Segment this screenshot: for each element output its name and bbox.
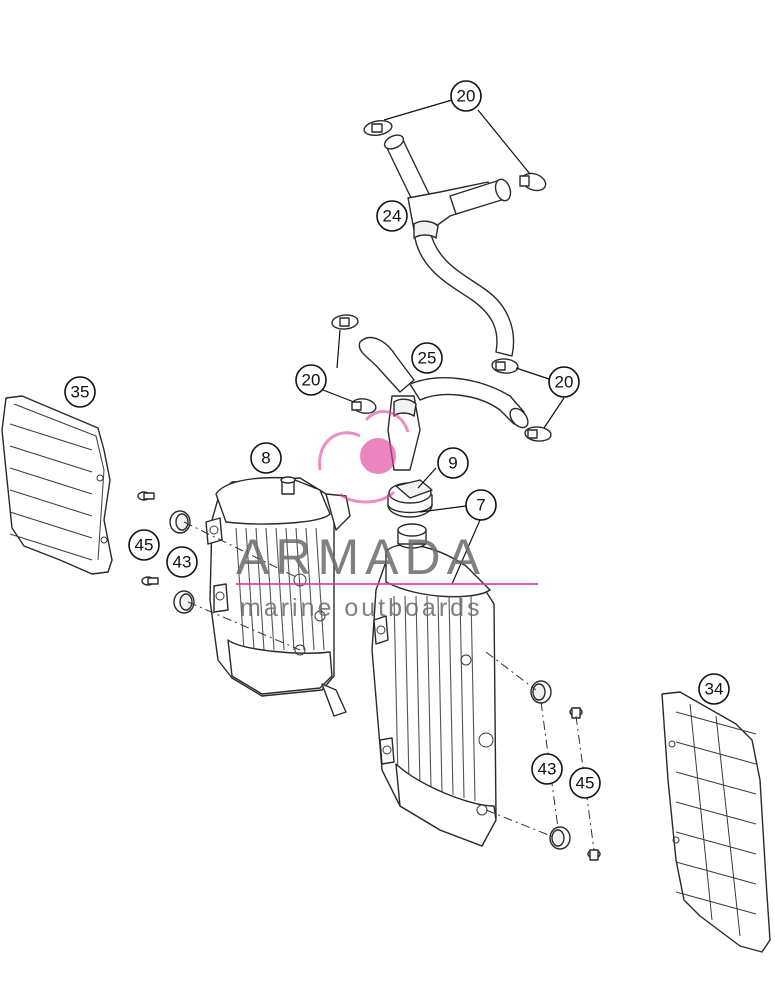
left-radiator bbox=[205, 476, 351, 717]
svg-text:9: 9 bbox=[448, 454, 457, 473]
callout-43-left: 43 bbox=[166, 546, 198, 578]
left-radiator-fins bbox=[235, 527, 325, 651]
callout-35: 35 bbox=[64, 376, 96, 408]
shroud-louver bbox=[9, 467, 93, 495]
radiator-fin bbox=[393, 595, 399, 781]
radiator-fin bbox=[315, 527, 325, 651]
shroud-louver bbox=[9, 511, 93, 539]
rubber-grommet-left-top bbox=[169, 510, 191, 534]
shroud-louver bbox=[9, 489, 93, 517]
svg-text:45: 45 bbox=[576, 774, 595, 793]
hose-clamp-mid-left-bottom bbox=[351, 398, 377, 414]
screw-right-bottom bbox=[587, 849, 601, 861]
right-radiator bbox=[371, 523, 497, 847]
svg-text:43: 43 bbox=[173, 553, 192, 572]
shroud-rib bbox=[715, 715, 741, 937]
right-radiator-shroud bbox=[661, 691, 771, 953]
shroud-louver bbox=[9, 533, 93, 561]
svg-text:43: 43 bbox=[538, 760, 557, 779]
radiator-fin bbox=[285, 527, 295, 651]
radiator-fin bbox=[265, 527, 275, 651]
shroud-louver bbox=[675, 831, 757, 855]
callout-20-right: 20 bbox=[548, 366, 580, 398]
callout-20-left: 20 bbox=[295, 364, 327, 396]
radiator-fin bbox=[437, 595, 443, 793]
callout-34: 34 bbox=[698, 673, 730, 705]
watermark-subtitle: marine outboards bbox=[240, 594, 483, 622]
shroud-louver bbox=[675, 771, 757, 795]
hose-clamp-top-right bbox=[519, 172, 547, 192]
shroud-louver bbox=[675, 741, 757, 765]
shroud-louver bbox=[9, 423, 93, 451]
hose-clamp-mid-right-bottom bbox=[524, 426, 552, 442]
right-radiator-fins bbox=[393, 595, 476, 802]
radiator-fin bbox=[459, 595, 465, 799]
watermark-title: ARMADA bbox=[236, 529, 486, 585]
shroud-louver bbox=[675, 891, 757, 915]
rubber-grommet-left-bottom bbox=[173, 590, 195, 614]
radiator-fin bbox=[404, 595, 410, 784]
svg-text:25: 25 bbox=[418, 349, 437, 368]
radiator-fin bbox=[426, 595, 432, 790]
left-shroud-louvers bbox=[9, 423, 93, 561]
shroud-rib bbox=[689, 703, 713, 921]
watermark-logo bbox=[318, 410, 410, 504]
screw-left-bottom bbox=[141, 576, 159, 586]
shroud-louver bbox=[675, 861, 757, 885]
rubber-grommet-right-top bbox=[530, 680, 552, 704]
right-shroud-louvers bbox=[675, 703, 757, 937]
radiator-fin bbox=[305, 527, 315, 651]
upper-hose-assembly bbox=[363, 119, 547, 357]
rubber-grommet-right-bottom bbox=[549, 826, 571, 850]
svg-text:24: 24 bbox=[383, 207, 402, 226]
callout-45-right: 45 bbox=[569, 767, 601, 799]
radiator-fin bbox=[295, 527, 305, 651]
svg-text:20: 20 bbox=[302, 371, 321, 390]
left-radiator-shroud bbox=[1, 395, 113, 575]
svg-text:7: 7 bbox=[476, 496, 485, 515]
callout-20-top: 20 bbox=[450, 80, 482, 112]
radiator-fin bbox=[448, 595, 454, 796]
hose-clamp-mid-right-top bbox=[491, 358, 519, 374]
watermark: ARMADA marine outboards bbox=[236, 410, 538, 622]
callout-7: 7 bbox=[465, 489, 497, 521]
callout-8: 8 bbox=[250, 442, 282, 474]
svg-text:20: 20 bbox=[457, 87, 476, 106]
svg-text:8: 8 bbox=[261, 449, 270, 468]
svg-text:35: 35 bbox=[71, 383, 90, 402]
svg-text:34: 34 bbox=[705, 680, 724, 699]
lower-hose-assembly bbox=[331, 314, 552, 471]
shroud-louver bbox=[675, 801, 757, 825]
radiator-fin bbox=[470, 595, 476, 802]
radiator-fin bbox=[415, 595, 421, 787]
hose-clamp-top-left bbox=[363, 119, 393, 137]
svg-text:45: 45 bbox=[135, 536, 154, 555]
screw-left-top bbox=[137, 491, 155, 501]
callout-25: 25 bbox=[411, 342, 443, 374]
callout-43-right: 43 bbox=[531, 753, 563, 785]
hose-clamp-mid-left-top bbox=[331, 314, 359, 330]
callout-45-left: 45 bbox=[128, 529, 160, 561]
radiator-fin bbox=[255, 527, 265, 651]
callout-9: 9 bbox=[437, 447, 469, 479]
svg-text:20: 20 bbox=[555, 373, 574, 392]
radiator-fin bbox=[275, 527, 285, 651]
radiator-cap bbox=[387, 479, 433, 518]
callout-24: 24 bbox=[376, 200, 408, 232]
shroud-louver bbox=[9, 445, 93, 473]
shroud-louver bbox=[675, 711, 757, 735]
leader-lines bbox=[322, 99, 565, 585]
